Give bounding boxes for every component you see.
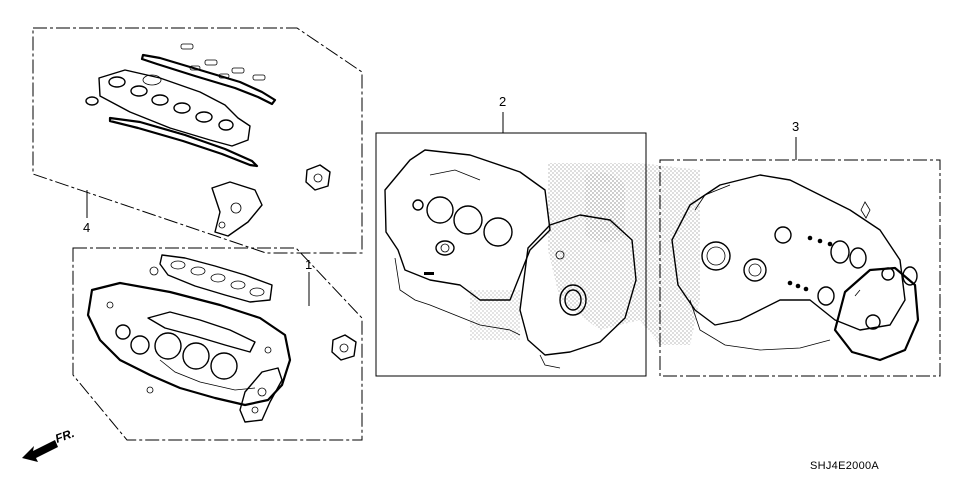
group-4-outline	[32, 27, 363, 254]
front-label: FR.	[53, 426, 76, 446]
callout-3: 3	[792, 119, 799, 134]
front-direction-marker: FR.	[22, 426, 76, 462]
callouts: 4 1 2 3	[83, 94, 799, 306]
gasket-kit-4	[32, 27, 363, 254]
callout-2: 2	[499, 94, 506, 109]
callout-4: 4	[83, 220, 90, 235]
diagram-code: SHJ4E2000A	[810, 460, 879, 472]
group-2-outline	[375, 132, 647, 377]
gasket-kit-3	[659, 159, 941, 377]
gasket-kit-2	[375, 132, 647, 377]
callout-1: 1	[305, 257, 312, 272]
gasket-kit-1	[72, 247, 363, 441]
watermark	[470, 163, 700, 345]
front-arrow-icon	[22, 440, 58, 462]
group-1-outline	[72, 247, 363, 441]
group-3-outline	[659, 159, 941, 377]
